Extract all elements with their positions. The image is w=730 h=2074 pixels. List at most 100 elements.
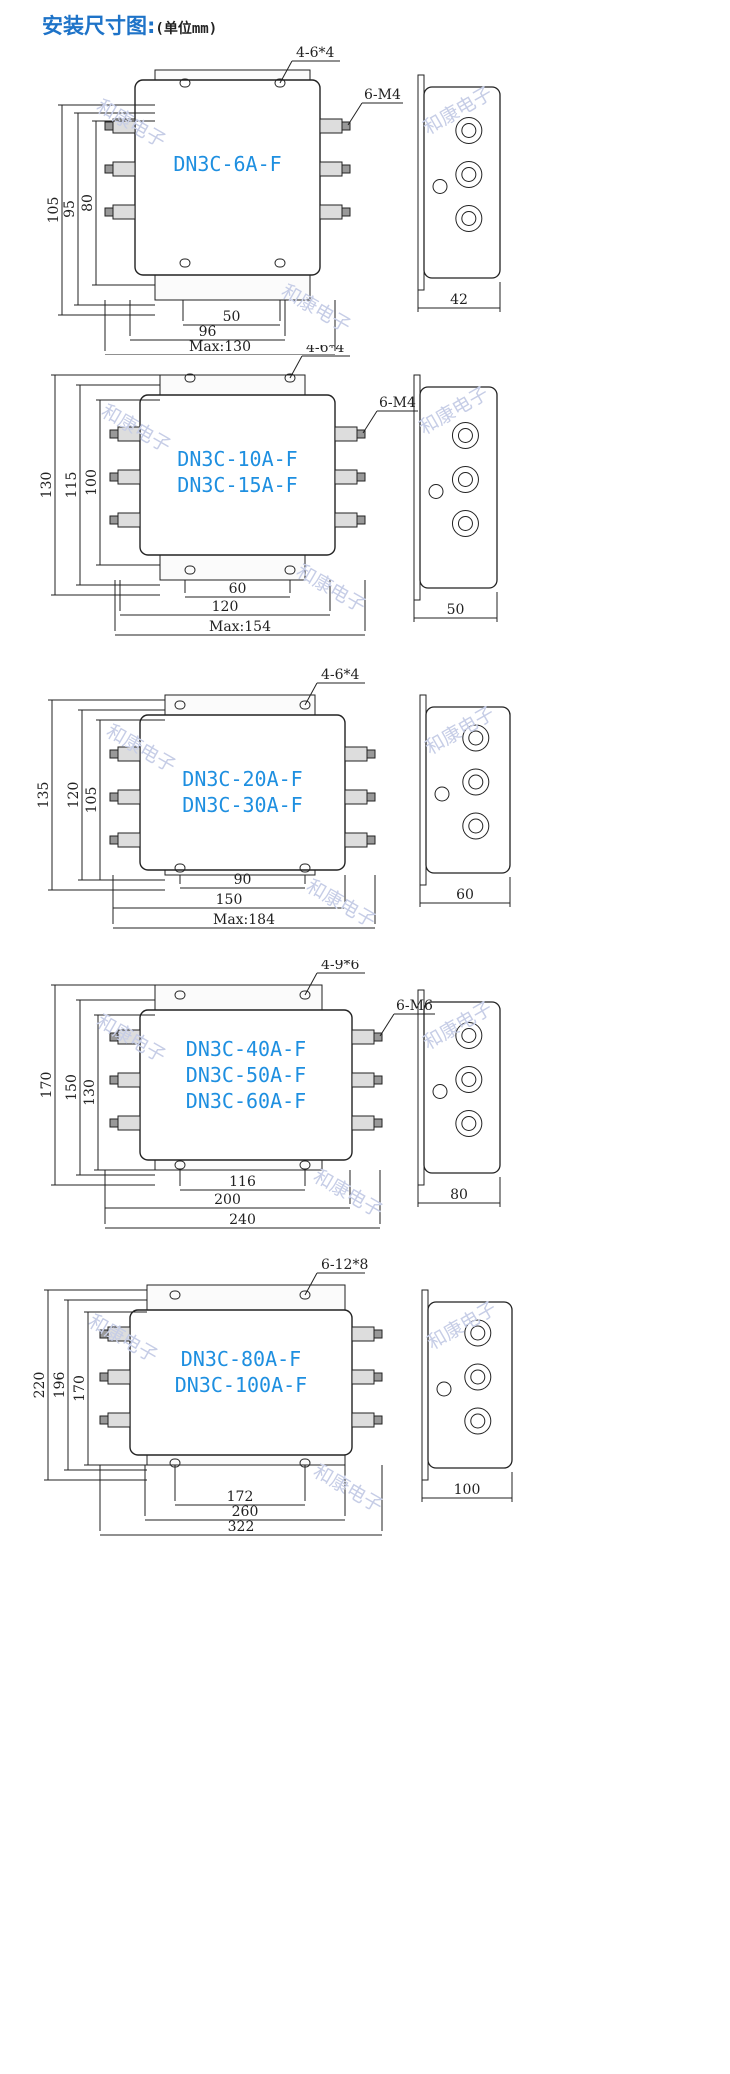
hole-callout: 4-6*4 bbox=[321, 667, 360, 683]
terminal-circle bbox=[462, 768, 490, 796]
model-label: DN3C-40A-F bbox=[186, 1037, 306, 1061]
terminal-left bbox=[117, 789, 141, 805]
terminal-screw bbox=[373, 1372, 383, 1382]
terminal-left bbox=[107, 1369, 131, 1385]
depth-dimension: 100 bbox=[454, 1482, 481, 1498]
terminal-screw bbox=[109, 515, 119, 525]
terminal-screw bbox=[109, 835, 119, 845]
terminal-right bbox=[344, 832, 368, 848]
mounting-hole bbox=[174, 1160, 186, 1170]
terminal-screw bbox=[341, 164, 351, 174]
terminal-circle-inner bbox=[470, 1369, 486, 1385]
hole-callout: 6-12*8 bbox=[321, 1257, 368, 1273]
terminal-screw bbox=[373, 1329, 383, 1339]
mounting-hole bbox=[299, 1160, 311, 1170]
terminal-screw bbox=[109, 792, 119, 802]
terminal-right bbox=[344, 746, 368, 762]
watermark: 和康电子 bbox=[420, 82, 497, 139]
side-flange bbox=[421, 1289, 429, 1481]
hole-callout: 4-6*4 bbox=[296, 45, 335, 61]
terminal-right bbox=[351, 1115, 375, 1131]
watermark: 和康电子 bbox=[303, 875, 380, 932]
terminal-right bbox=[319, 161, 343, 177]
watermark: 和康电子 bbox=[416, 382, 493, 439]
terminal-right bbox=[351, 1072, 375, 1088]
side-view-body bbox=[423, 86, 501, 279]
mounting-hole bbox=[284, 373, 296, 383]
model-label: DN3C-100A-F bbox=[175, 1373, 307, 1397]
height-dimension: 170 bbox=[72, 1375, 88, 1402]
hole-callout: 4-6*4 bbox=[306, 345, 345, 356]
unit-label: (单位mm) bbox=[155, 21, 218, 37]
height-dimension: 100 bbox=[84, 469, 100, 496]
mounting-hole bbox=[179, 78, 191, 88]
side-view-body bbox=[425, 706, 511, 874]
terminal-circle-inner bbox=[457, 472, 473, 487]
terminal-right bbox=[319, 118, 343, 134]
mounting-hole bbox=[174, 990, 186, 1000]
terminal-screw bbox=[99, 1415, 109, 1425]
terminal-circle-inner bbox=[461, 167, 477, 182]
terminal-circle bbox=[455, 117, 483, 144]
watermark: 和康电子 bbox=[293, 560, 370, 617]
terminal-callout: 6-M4 bbox=[364, 87, 401, 103]
mounting-hole bbox=[174, 700, 186, 710]
leader-line bbox=[304, 1272, 318, 1296]
terminal-screw bbox=[109, 749, 119, 759]
terminal-circle bbox=[455, 1022, 483, 1049]
terminal-circle bbox=[455, 161, 483, 188]
terminal-circle bbox=[464, 1363, 492, 1391]
mounting-hole bbox=[299, 1290, 311, 1300]
terminal-screw bbox=[341, 207, 351, 217]
model-label: DN3C-15A-F bbox=[177, 473, 297, 497]
width-dimension: 50 bbox=[223, 309, 241, 325]
width-dimension: 116 bbox=[229, 1174, 256, 1190]
terminal-circle bbox=[462, 812, 490, 840]
width-dimension: Max:154 bbox=[209, 619, 271, 635]
mounting-hole bbox=[174, 863, 186, 873]
terminal-screw bbox=[366, 835, 376, 845]
depth-dimension: 42 bbox=[450, 292, 468, 308]
terminal-screw bbox=[356, 472, 366, 482]
terminal-right bbox=[351, 1369, 375, 1385]
terminal-circle-inner bbox=[468, 818, 484, 834]
model-label: DN3C-60A-F bbox=[186, 1089, 306, 1113]
terminal-circle-inner bbox=[470, 1325, 486, 1341]
terminal-right bbox=[351, 1326, 375, 1342]
width-dimension: 260 bbox=[232, 1504, 259, 1520]
height-dimension: 130 bbox=[82, 1079, 98, 1106]
terminal-circle-inner bbox=[461, 123, 477, 138]
terminal-circle bbox=[464, 1319, 492, 1347]
height-dimension: 220 bbox=[32, 1372, 48, 1399]
terminal-right bbox=[319, 204, 343, 220]
leader-line bbox=[304, 972, 318, 996]
terminal-screw bbox=[104, 207, 114, 217]
page-title: 安装尺寸图:(单位mm) bbox=[42, 10, 217, 40]
terminal-left bbox=[117, 469, 141, 485]
terminal-circle-inner bbox=[457, 428, 473, 443]
width-dimension: 120 bbox=[212, 599, 239, 615]
terminal-right bbox=[344, 789, 368, 805]
depth-dimension: 60 bbox=[456, 887, 474, 903]
terminal-screw bbox=[104, 121, 114, 131]
mounting-hole bbox=[169, 1290, 181, 1300]
leader-line bbox=[379, 1013, 395, 1037]
side-view-body bbox=[419, 386, 498, 589]
width-dimension: 322 bbox=[228, 1519, 255, 1535]
mounting-hole bbox=[299, 863, 311, 873]
leader-line bbox=[279, 60, 293, 84]
terminal-screw bbox=[341, 121, 351, 131]
depth-dimension: 50 bbox=[447, 602, 465, 618]
width-dimension: 150 bbox=[216, 892, 243, 908]
width-dimension: 240 bbox=[229, 1212, 256, 1228]
terminal-circle bbox=[451, 466, 479, 493]
height-dimension: 120 bbox=[66, 782, 82, 809]
terminal-circle bbox=[455, 1066, 483, 1093]
terminal-screw bbox=[373, 1075, 383, 1085]
terminal-circle bbox=[464, 1407, 492, 1435]
height-dimension: 115 bbox=[64, 472, 80, 499]
title-text: 安装尺寸图: bbox=[42, 14, 156, 38]
